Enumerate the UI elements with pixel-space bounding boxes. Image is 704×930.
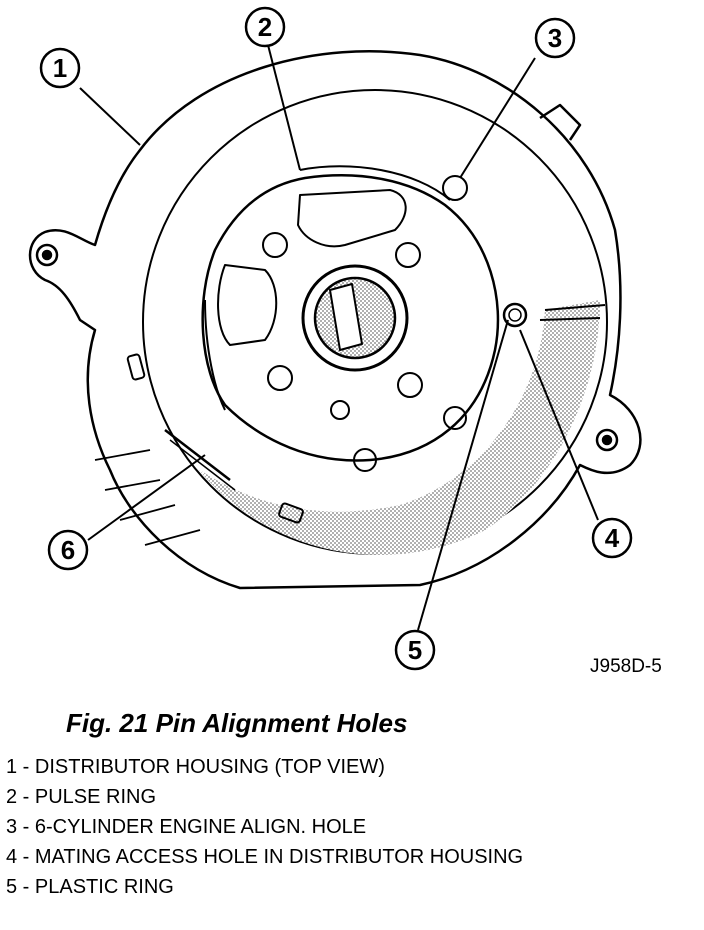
legend-list: 1 - DISTRIBUTOR HOUSING (TOP VIEW) 2 - P… — [6, 752, 523, 902]
callout-3: 3 — [548, 23, 562, 53]
figure-code: J958D-5 — [590, 656, 662, 677]
callout-4: 4 — [605, 523, 620, 553]
leader-lines — [79, 44, 599, 631]
legend-item: 5 - PLASTIC RING — [6, 876, 174, 898]
figure-caption: Fig. 21 Pin Alignment Holes — [66, 708, 408, 738]
shaded-housing-area — [150, 300, 606, 555]
legend-item: 3 - 6-CYLINDER ENGINE ALIGN. HOLE — [6, 816, 367, 838]
pin-details — [126, 353, 304, 524]
distributor-diagram: 1 2 3 4 5 6 — [28, 6, 642, 671]
legend-item: 2 - PULSE RING — [6, 786, 157, 808]
callout-6: 6 — [61, 535, 75, 565]
distributor-shaft — [301, 264, 409, 372]
callout-1: 1 — [53, 53, 67, 83]
callout-5: 5 — [408, 635, 422, 665]
legend-item: 1 - DISTRIBUTOR HOUSING (TOP VIEW) — [6, 756, 385, 778]
callout-2: 2 — [258, 12, 272, 42]
pulse-ring — [201, 165, 528, 472]
callout-circles — [39, 6, 633, 671]
legend-item: 4 - MATING ACCESS HOLE IN DISTRIBUTOR HO… — [6, 846, 524, 868]
